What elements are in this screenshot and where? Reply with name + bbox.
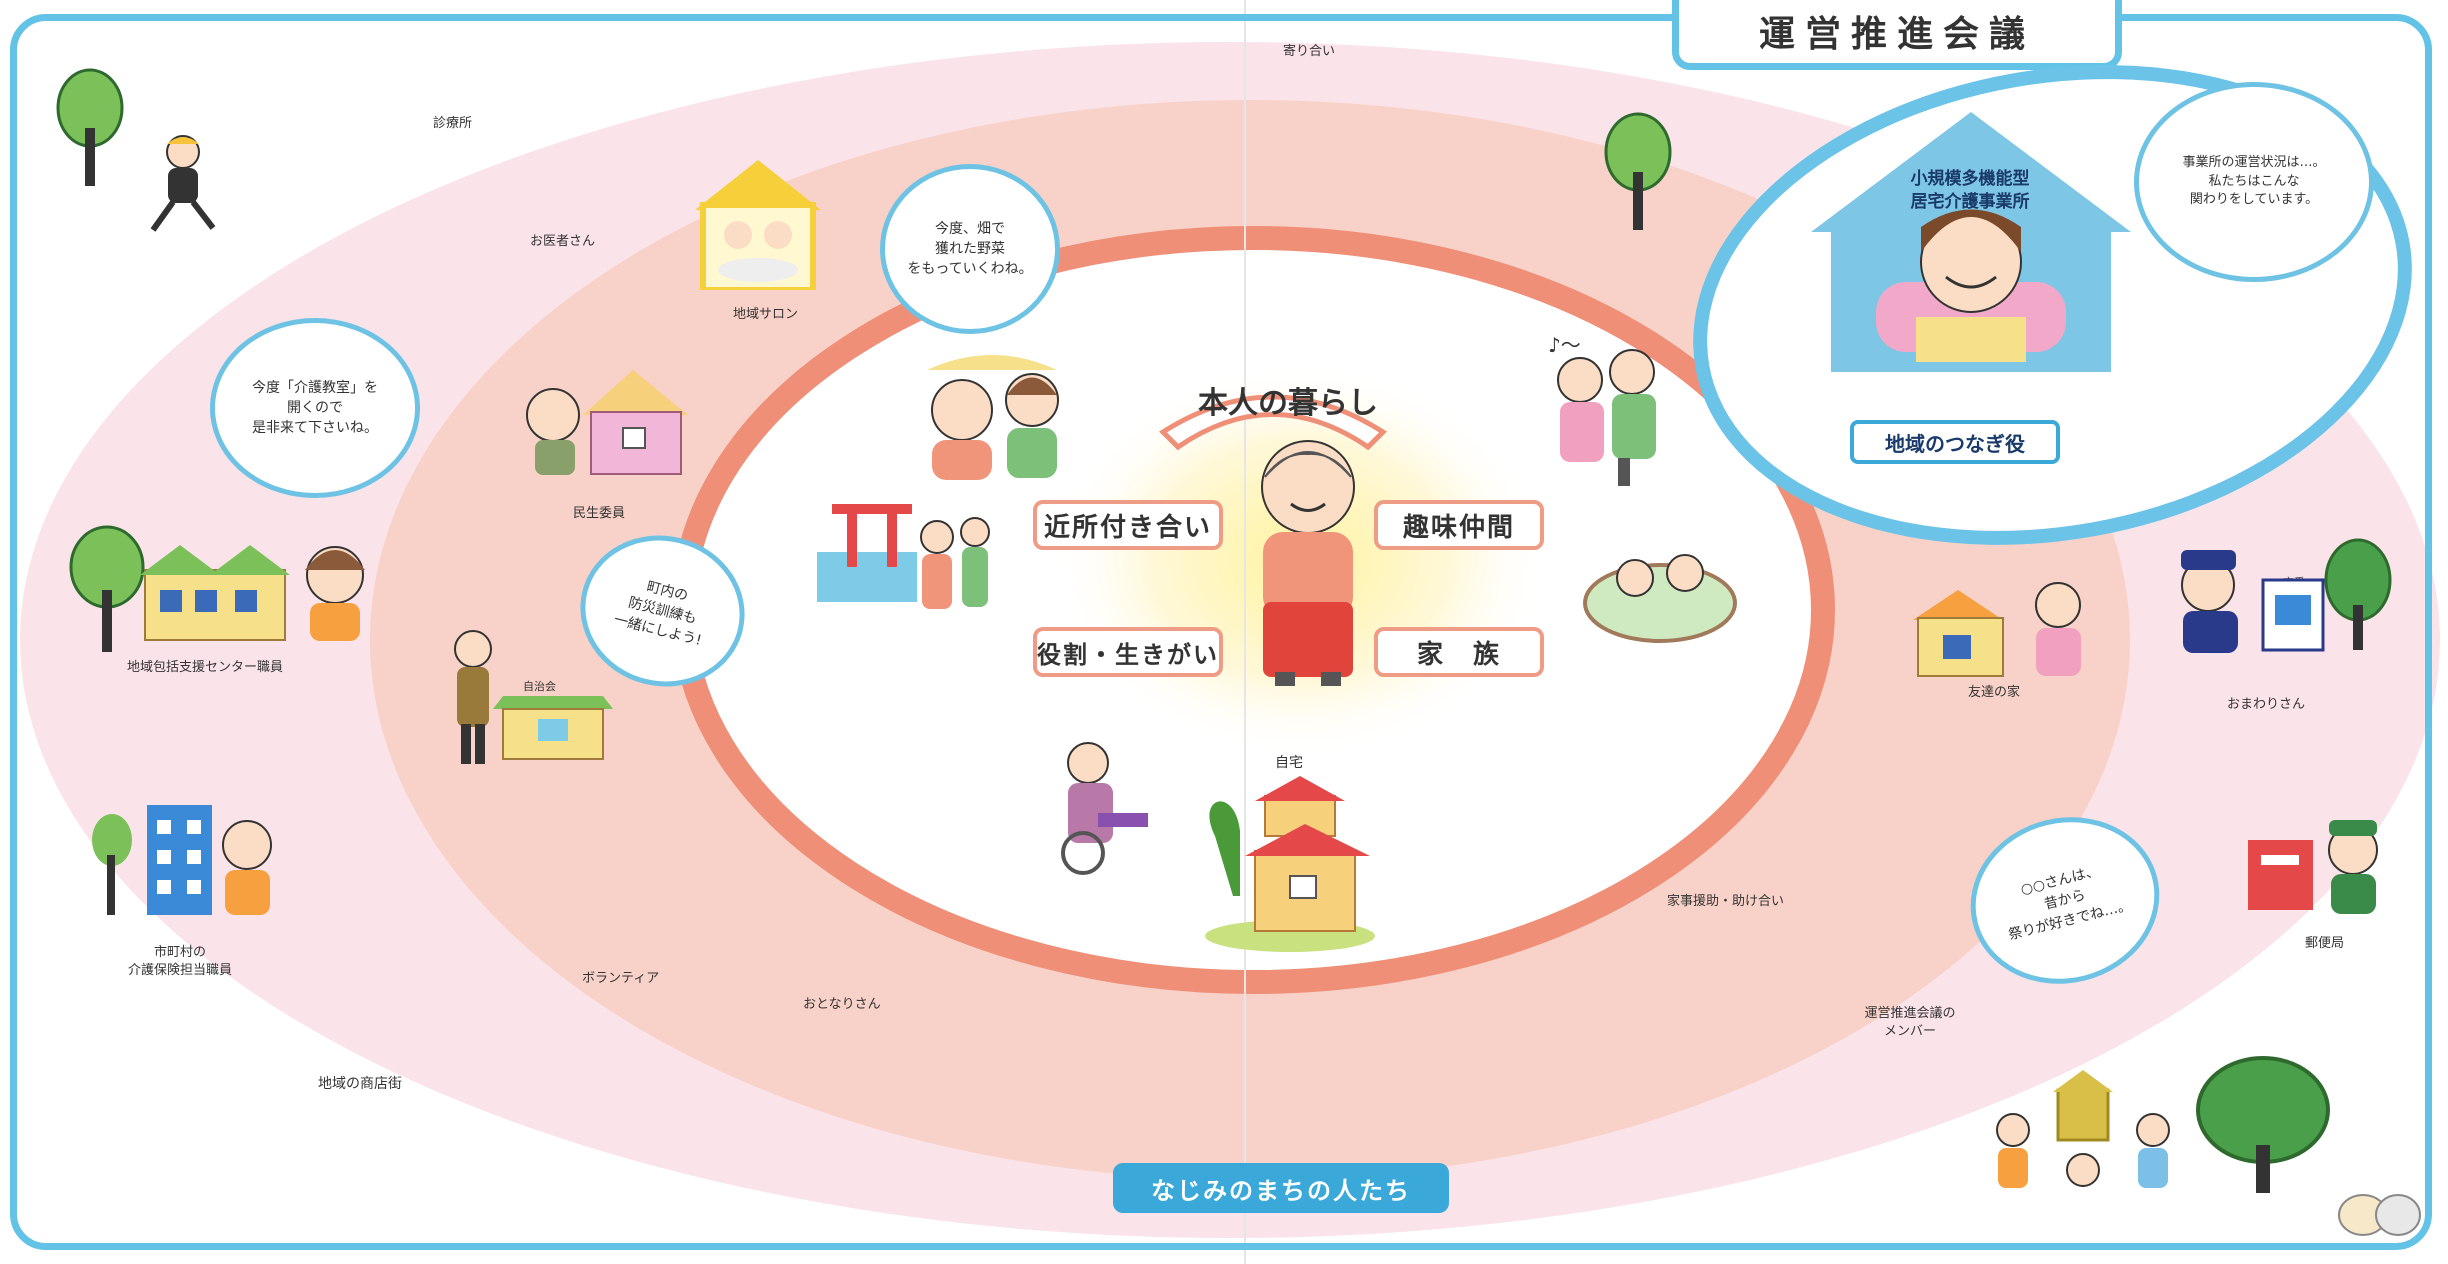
tree-icon [2196, 1056, 2330, 1193]
jichikai-man-hall-icon [454, 630, 613, 764]
tag-hobby: 趣味仲間 [1374, 500, 1544, 550]
outer-frame [10, 14, 2432, 1250]
header-tab: 運営推進会議 [1672, 0, 2122, 70]
festival-mikoshi-icon [1996, 1070, 2170, 1188]
tag-role: 役割・生きがい [1033, 627, 1223, 677]
label-neighbor: おとなりさん [803, 997, 881, 1012]
facility-house-icon [1811, 112, 2131, 372]
community-center-icon [140, 545, 365, 641]
label-minsei: 民生委員 [573, 506, 626, 521]
label-housework: 家事援助・助け合い [1667, 894, 1785, 909]
home-house-icon [1205, 776, 1375, 952]
hot-spring-icon [1583, 554, 1737, 643]
wheelchair-woman-icon [1061, 742, 1148, 875]
label-municipal: 市町村の 介護保険担当職員 [127, 945, 232, 978]
facility-role-tag: 地域のつなぎ役 [1850, 420, 2060, 464]
dancing-couple-icon: ♪～ [1548, 333, 1656, 486]
label-salon: 地域サロン [733, 307, 799, 322]
label-friend-house: 友達の家 [1968, 685, 2021, 700]
facility-name: 小規模多機能型 居宅介護事業所 [1910, 169, 2030, 212]
center-title-banner [1159, 394, 1387, 451]
salon-house-icon [695, 160, 821, 290]
shrine-outing-icon [817, 504, 990, 609]
police-officer-icon [2181, 538, 2392, 653]
label-clinic: 診療所 [433, 116, 473, 131]
footer-title: なじみのまちの人たち [1151, 1176, 1411, 1205]
label-yoriai: 寄り合い [1283, 44, 1336, 59]
svg-text:♪～: ♪～ [1548, 333, 1581, 357]
tree-icon [69, 525, 145, 652]
label-houkatsu: 地域包括支援センター職員 [127, 660, 284, 675]
label-shopping: 地域の商店街 [318, 1076, 402, 1092]
city-hall-staff-icon [92, 805, 272, 915]
center-title: 本人の暮らし [1198, 386, 1378, 421]
label-jichikai: 自治会 [523, 680, 556, 693]
tag-neighbors: 近所付き合い [1033, 500, 1223, 550]
postman-icon [2248, 820, 2378, 914]
vegetables-speech-bubble: 今度、畑で 獲れた野菜 をもっていくわね。 [880, 164, 1060, 334]
label-volunteer: ボランティア [582, 971, 660, 986]
tree-icon [56, 68, 124, 186]
minsei-man-house-icon [526, 370, 688, 475]
running-man-icon [150, 135, 216, 232]
tree-icon [1604, 112, 1672, 230]
label-doctor: お医者さん [530, 234, 596, 249]
label-members: 運営推進会議の メンバー [1864, 1006, 1956, 1039]
meeting-title: 運営推進会議 [1758, 14, 2035, 55]
grandmother-icon [1261, 440, 1355, 686]
facility-speech-bubble: 事業所の運営状況は…。 私たちはこんな 関わりをしています。 [2134, 82, 2374, 282]
cats-icon [2338, 1194, 2421, 1236]
two-women-chatting-icon [927, 355, 1059, 480]
home-label: 自宅 [1275, 755, 1303, 771]
kaigo-class-speech-bubble: 今度「介護教室」を 開くので 是非来て下さいね。 [210, 318, 420, 498]
tag-family: 家 族 [1374, 627, 1544, 677]
label-postman: 郵便局 [2305, 936, 2345, 951]
label-police: おまわりさん [2227, 697, 2306, 712]
footer-banner: なじみのまちの人たち [1113, 1163, 1449, 1213]
friend-house-icon [1913, 582, 2081, 677]
